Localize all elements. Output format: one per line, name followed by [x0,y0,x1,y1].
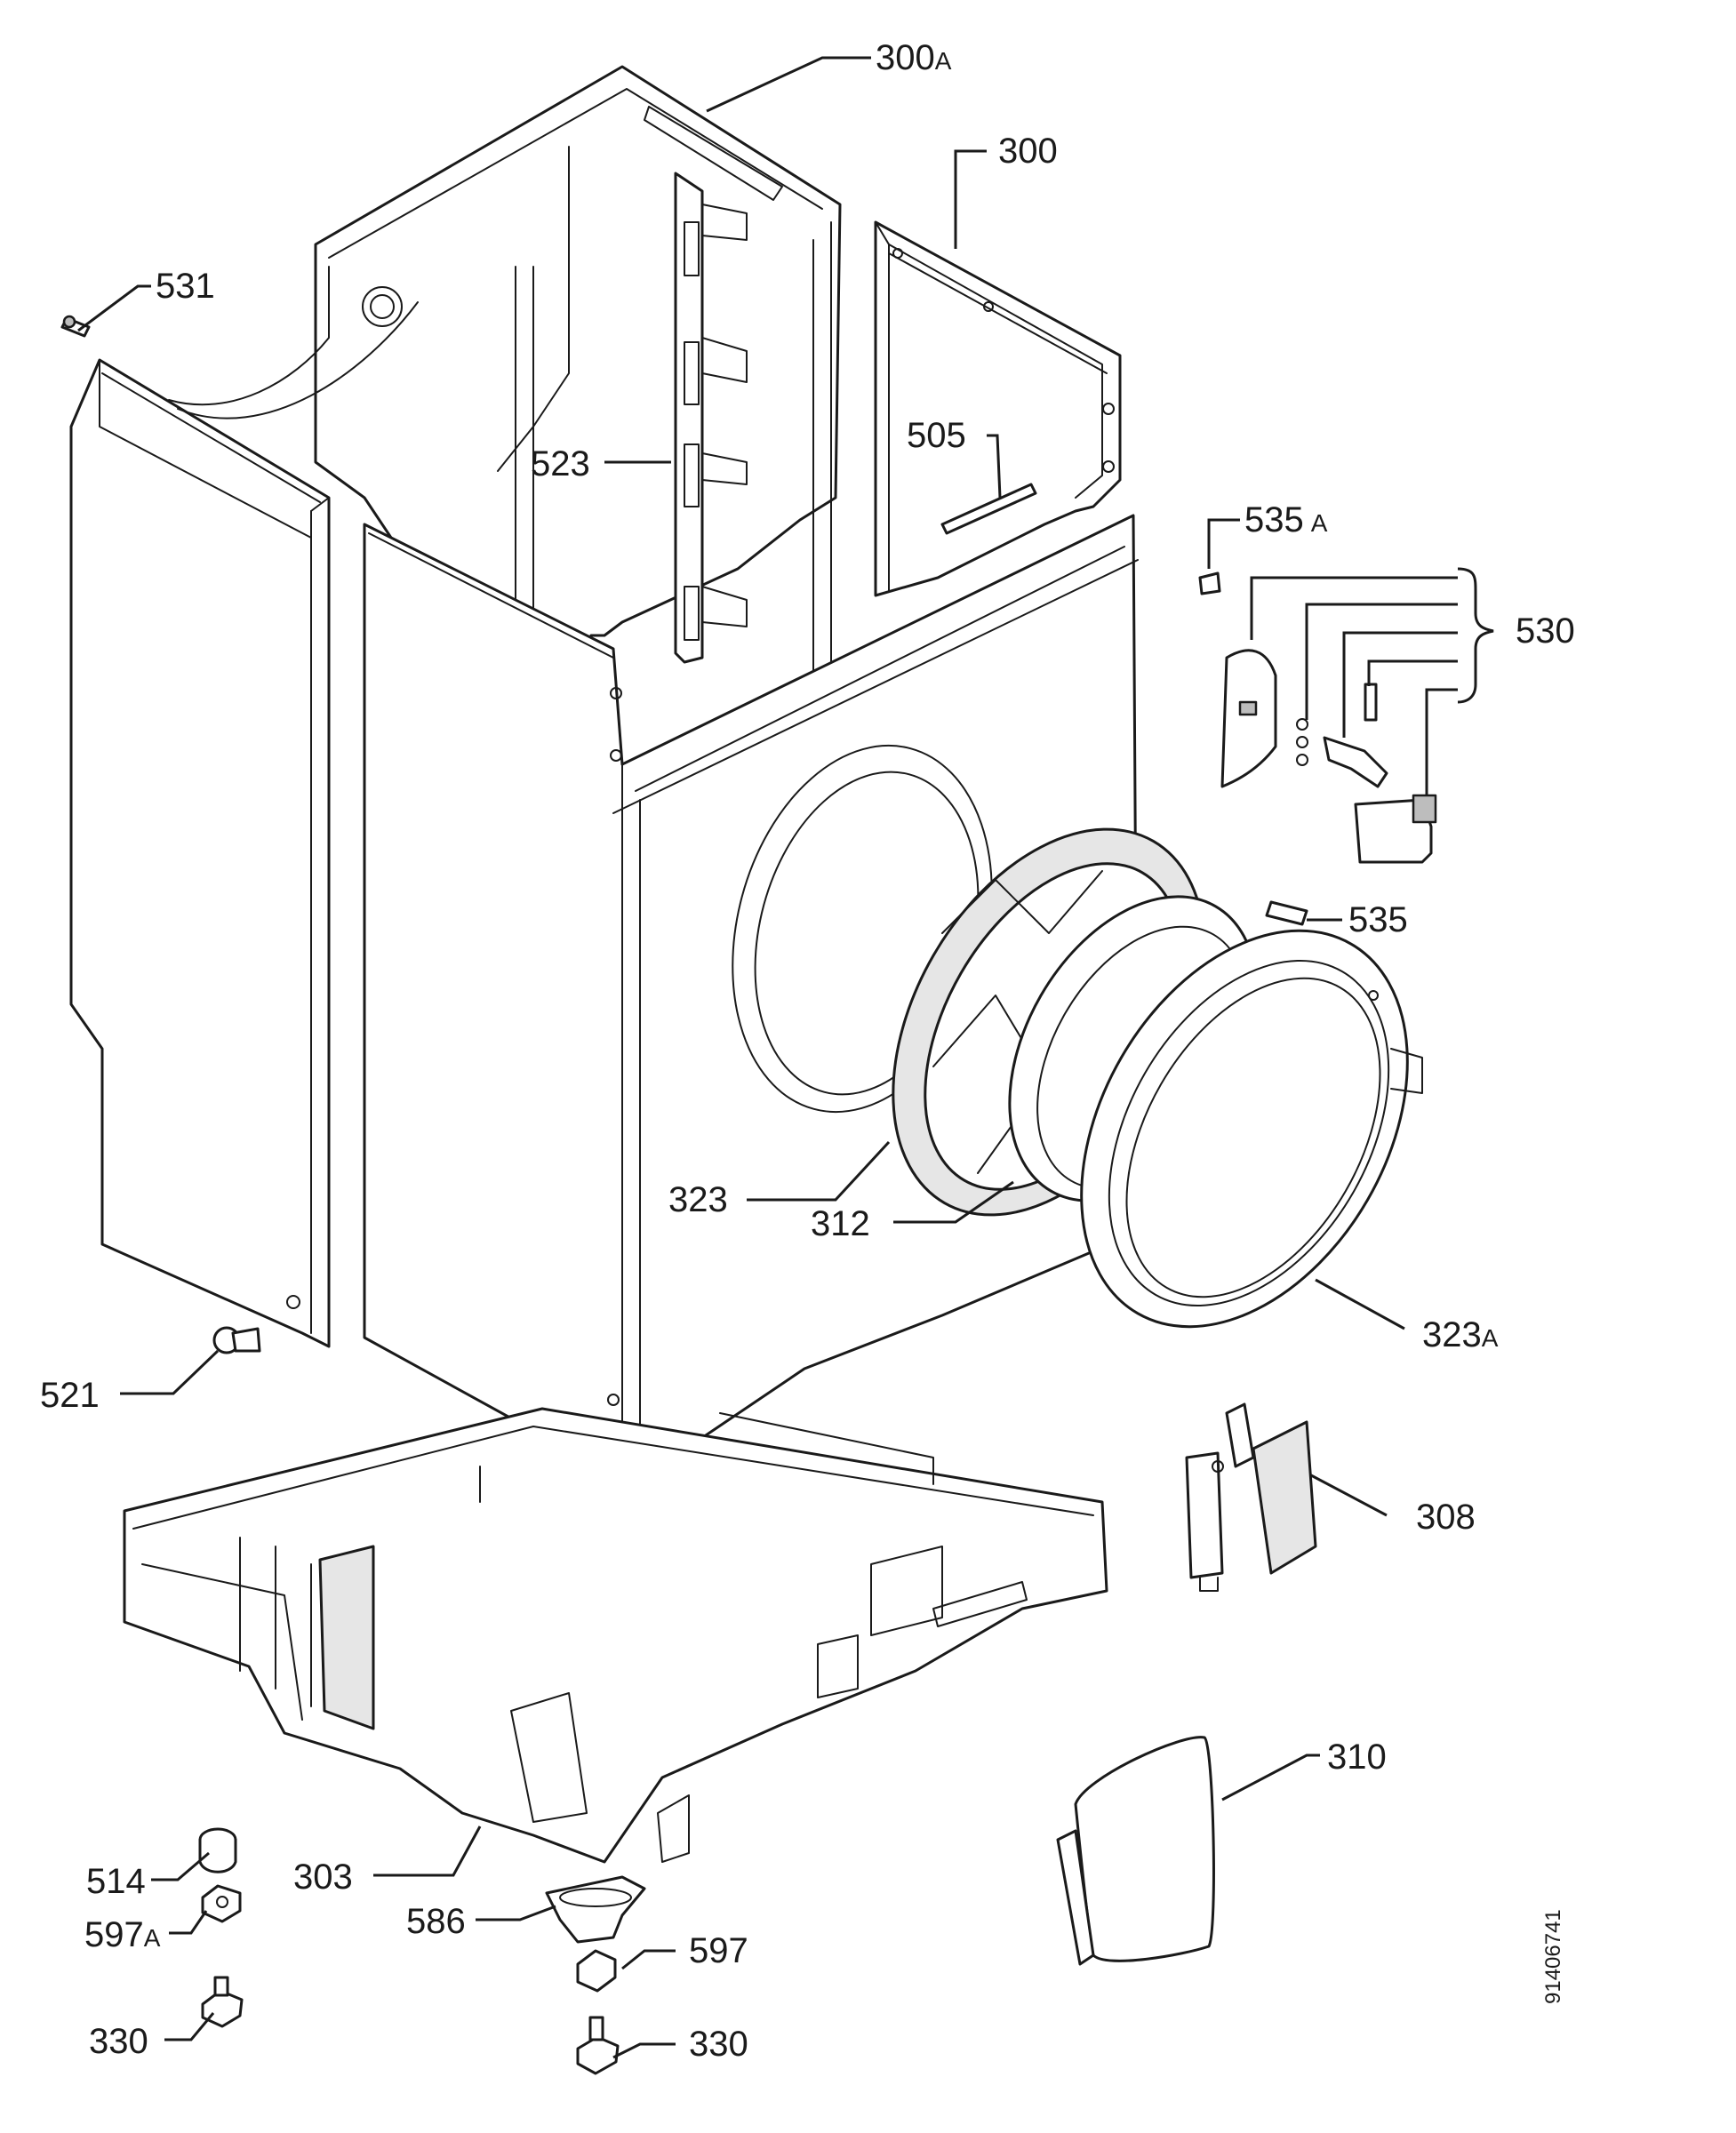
door-323a [1080,929,1423,1329]
label-300a: 300A [876,38,952,77]
label-514: 514 [86,1862,146,1901]
screw-330-left [201,1976,244,2028]
label-323: 323 [668,1180,728,1219]
screw-330-right [576,2016,620,2075]
label-310: 310 [1327,1738,1387,1777]
label-523: 523 [531,444,590,483]
document-id: 91406741 [1541,1909,1565,2004]
label-303: 303 [293,1857,353,1897]
label-312: 312 [811,1204,870,1243]
label-535: 535 [1348,900,1408,939]
pin-505 [940,483,1037,535]
cabinet-frame [168,65,1122,961]
label-330-right: 330 [689,2025,748,2064]
leader-lines [77,56,1494,2059]
screw-514 [198,1827,237,1873]
label-323a: 323A [1422,1315,1499,1354]
label-586: 586 [406,1902,466,1941]
side-panel [69,358,331,1348]
label-505: 505 [907,416,966,455]
label-308: 308 [1416,1498,1476,1537]
cover-310 [1056,1736,1215,1966]
hinge-assembly-530 [1220,649,1437,864]
nut-597a [201,1884,242,1923]
label-300: 300 [998,132,1058,171]
label-531: 531 [156,267,215,306]
label-597a: 597A [84,1915,161,1954]
label-597: 597 [689,1931,748,1970]
nut-597 [576,1949,617,1993]
pin-535 [1265,900,1308,926]
label-330-left: 330 [89,2022,148,2061]
base-frame [123,1407,1108,1864]
screw-521 [212,1326,261,1354]
latch-308 [1185,1402,1317,1592]
label-530: 530 [1516,611,1575,651]
foot-586 [545,1875,646,1944]
screw-531 [60,315,91,338]
label-521: 521 [40,1376,100,1415]
cap-535a [1198,571,1221,595]
